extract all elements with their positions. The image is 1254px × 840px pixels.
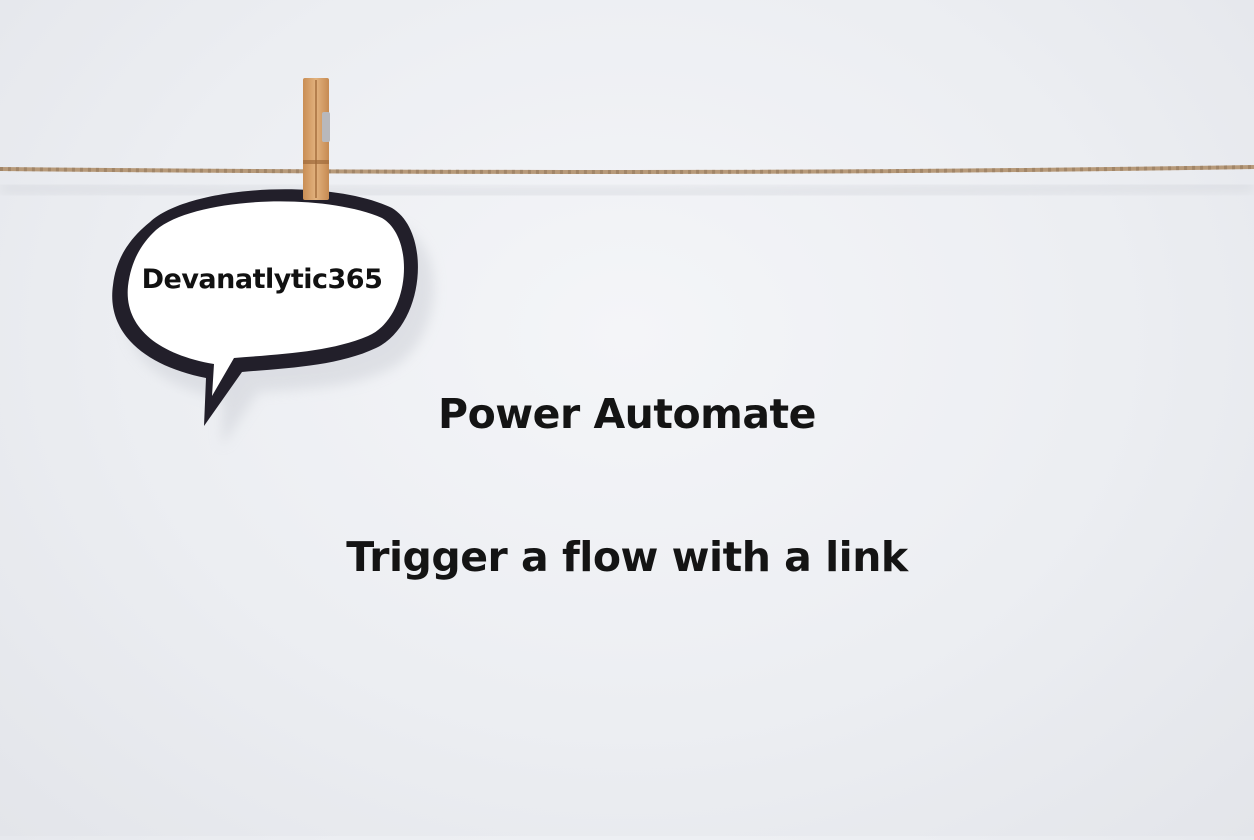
twine-shadow [0,183,1254,196]
twine-string [0,165,1254,175]
page-subtitle: Trigger a flow with a link [346,533,908,581]
clothespin-icon [303,78,330,200]
speech-bubble-icon [112,189,418,426]
bubble-label: Devanatlytic365 [141,264,383,295]
page-title: Power Automate [438,390,816,438]
